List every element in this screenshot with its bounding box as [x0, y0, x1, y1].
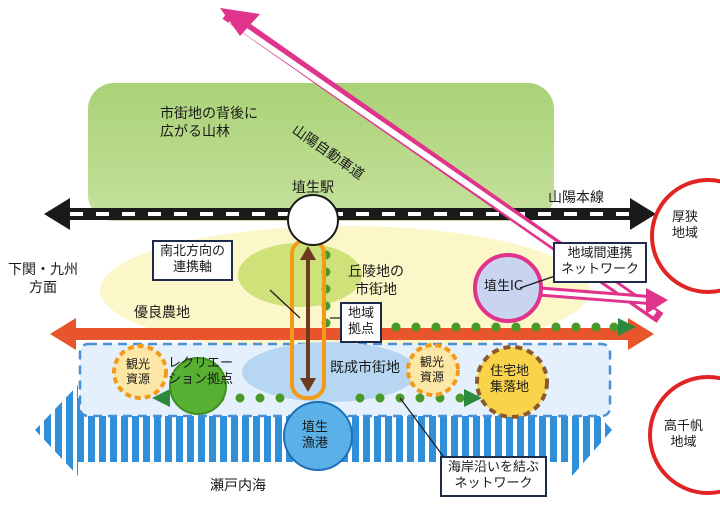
- existing-town-area: [242, 342, 418, 402]
- interchange-label: 埴生IC: [484, 279, 523, 294]
- tourism-left-label: 観光 資源: [126, 357, 151, 386]
- tourism-resource-left: [112, 344, 168, 400]
- station-circle: [287, 194, 339, 246]
- recreation-hub: [169, 357, 227, 415]
- tourism-right-label: 観光 資源: [420, 355, 445, 384]
- leader-line-coast: [399, 397, 447, 461]
- inland-sea-label: 瀬戸内海: [210, 478, 266, 494]
- atsusa-label: 厚狭 地域: [672, 210, 699, 242]
- forest-area: [88, 83, 554, 221]
- railway-label: 山陽本線: [548, 190, 604, 206]
- residential-settlement: [475, 345, 549, 419]
- local-hub-label: 地域 拠点: [340, 302, 383, 343]
- network-arrow-right: [618, 318, 636, 336]
- hill-town-area: [238, 243, 362, 307]
- atsusa-region-ring: [650, 178, 720, 294]
- leader-line-regional: [519, 275, 556, 289]
- residential-label: 住宅地 集落地: [490, 364, 530, 396]
- takachiho-region-ring: [648, 375, 720, 495]
- leader-line-axis: [269, 289, 301, 319]
- tourism-resource-right: [406, 343, 460, 397]
- north-south-axis-label: 南北方向の 連携軸: [152, 240, 234, 281]
- coast-network-label: 海岸沿いを結ぶ ネットワーク: [440, 456, 548, 497]
- shimonoseki-label: 下関・九州 方面: [8, 262, 78, 296]
- fishing-port-label: 埴生 漁港: [302, 420, 329, 452]
- recreation-label: レクリエー ション拠点: [168, 356, 234, 388]
- forest-label: 市街地の背後に 広がる山林: [160, 106, 258, 140]
- network-arrow-left: [152, 389, 170, 407]
- hills-town-label: 丘陵地の 市街地: [348, 264, 404, 298]
- station-label: 埴生駅: [292, 180, 334, 196]
- takachiho-label: 高千帆 地域: [664, 419, 704, 451]
- existing-town-label: 既成市街地: [330, 360, 400, 376]
- network-arrow-mid: [464, 389, 482, 407]
- railway-line: [44, 198, 656, 230]
- farmland-label: 優良農地: [134, 305, 190, 321]
- interchange-circle: [473, 253, 543, 323]
- fishing-port-circle: [283, 401, 353, 471]
- regional-network-label: 地域間連携 ネットワーク: [553, 242, 648, 283]
